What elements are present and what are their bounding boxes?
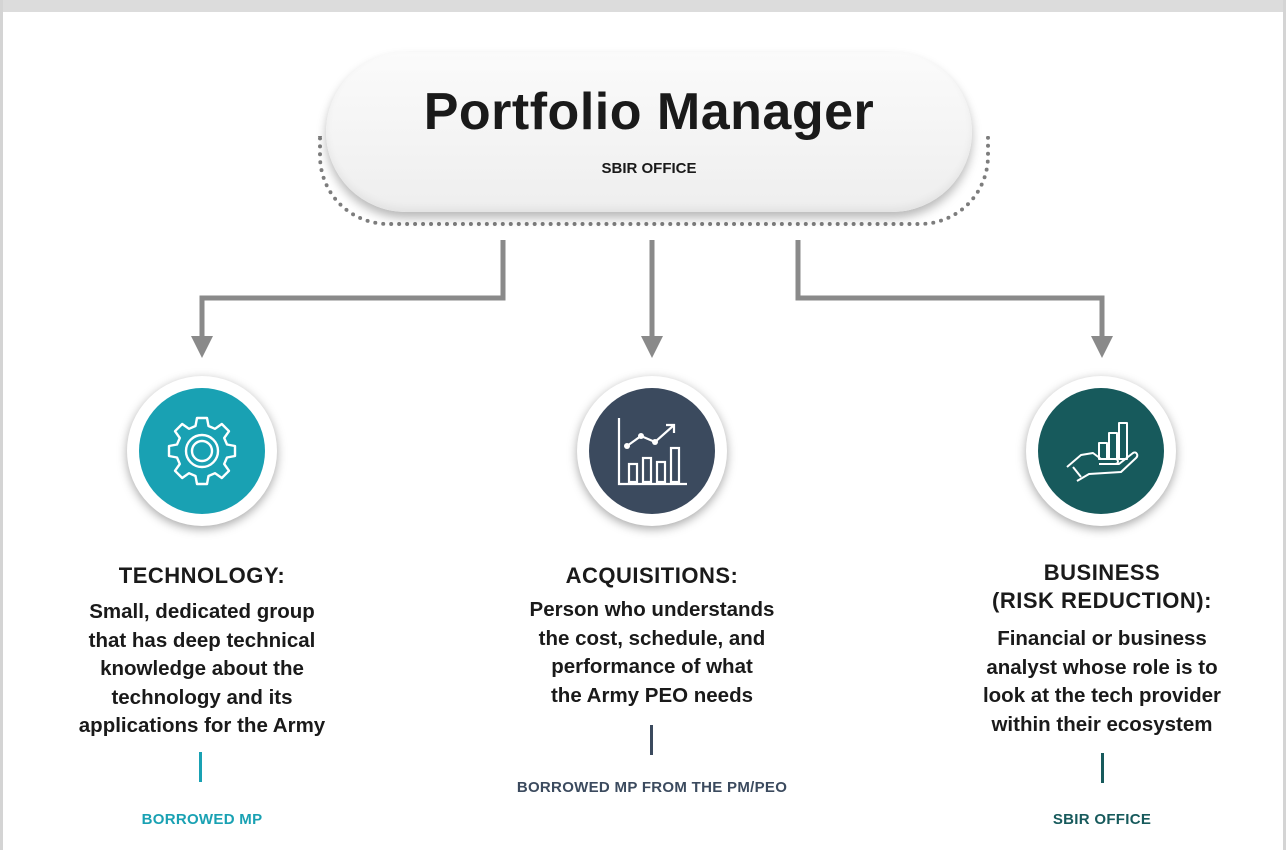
technology-description: Small, dedicated group that has deep tec… bbox=[2, 598, 402, 741]
acquisitions-desc-line: the Army PEO needs bbox=[550, 683, 754, 707]
acquisitions-footer: BORROWED MP FROM THE PM/PEO bbox=[516, 779, 788, 796]
business-desc-line: analyst whose role is to bbox=[986, 655, 1218, 679]
technology-desc-line: applications for the Army bbox=[78, 714, 326, 737]
technology-divider bbox=[199, 752, 202, 782]
portfolio-manager-box: Portfolio Manager SBIR OFFICE bbox=[326, 52, 972, 212]
business-footer: SBIR OFFICE bbox=[1052, 811, 1152, 828]
acquisitions-desc-line: the cost, schedule, and bbox=[538, 626, 766, 650]
business-title: BUSINESS (RISK REDUCTION): bbox=[902, 559, 1286, 615]
page-subtitle: SBIR OFFICE bbox=[601, 160, 697, 177]
technology-title: TECHNOLOGY: bbox=[118, 563, 286, 588]
technology-desc-line: Small, dedicated group bbox=[89, 600, 315, 623]
technology-circle bbox=[127, 376, 277, 526]
technology-desc-line: technology and its bbox=[111, 685, 293, 709]
connector-business bbox=[795, 240, 1105, 340]
gear-icon bbox=[167, 416, 237, 486]
business-desc-line: Financial or business bbox=[997, 627, 1207, 650]
arrowhead-business bbox=[1091, 336, 1113, 358]
business-description: Financial or business analyst whose role… bbox=[902, 625, 1286, 739]
technology-desc-line: that has deep technical bbox=[88, 628, 316, 652]
page-title: Portfolio Manager bbox=[423, 83, 875, 141]
technology-circle-fill bbox=[139, 388, 265, 514]
left-border bbox=[0, 0, 3, 850]
top-border bbox=[0, 0, 1286, 12]
business-circle bbox=[1026, 376, 1176, 526]
business-circle-fill bbox=[1038, 388, 1164, 514]
technology-desc-line: knowledge about the bbox=[100, 657, 304, 680]
acquisitions-description: Person who understands the cost, schedul… bbox=[452, 596, 852, 710]
acquisitions-title: ACQUISITIONS: bbox=[565, 563, 739, 588]
growth-chart-icon bbox=[617, 418, 687, 486]
acquisitions-circle-fill bbox=[589, 388, 715, 514]
right-border bbox=[1283, 0, 1286, 850]
acquisitions-desc-line: Person who understands bbox=[529, 598, 775, 621]
arrowhead-acquisitions bbox=[641, 336, 663, 358]
arrowhead-technology bbox=[191, 336, 213, 358]
business-desc-line: look at the tech provider bbox=[982, 684, 1222, 707]
business-divider bbox=[1101, 753, 1104, 783]
business-desc-line: within their ecosystem bbox=[991, 712, 1213, 736]
hand-bar-chart-icon bbox=[1066, 422, 1139, 482]
acquisitions-desc-line: performance of what bbox=[551, 655, 753, 678]
acquisitions-divider bbox=[650, 725, 653, 755]
acquisitions-circle bbox=[577, 376, 727, 526]
business-title-line: BUSINESS bbox=[1043, 560, 1161, 585]
business-title-line: (RISK REDUCTION): bbox=[992, 588, 1212, 613]
technology-footer: BORROWED MP bbox=[141, 811, 263, 828]
connector-technology bbox=[199, 240, 506, 340]
